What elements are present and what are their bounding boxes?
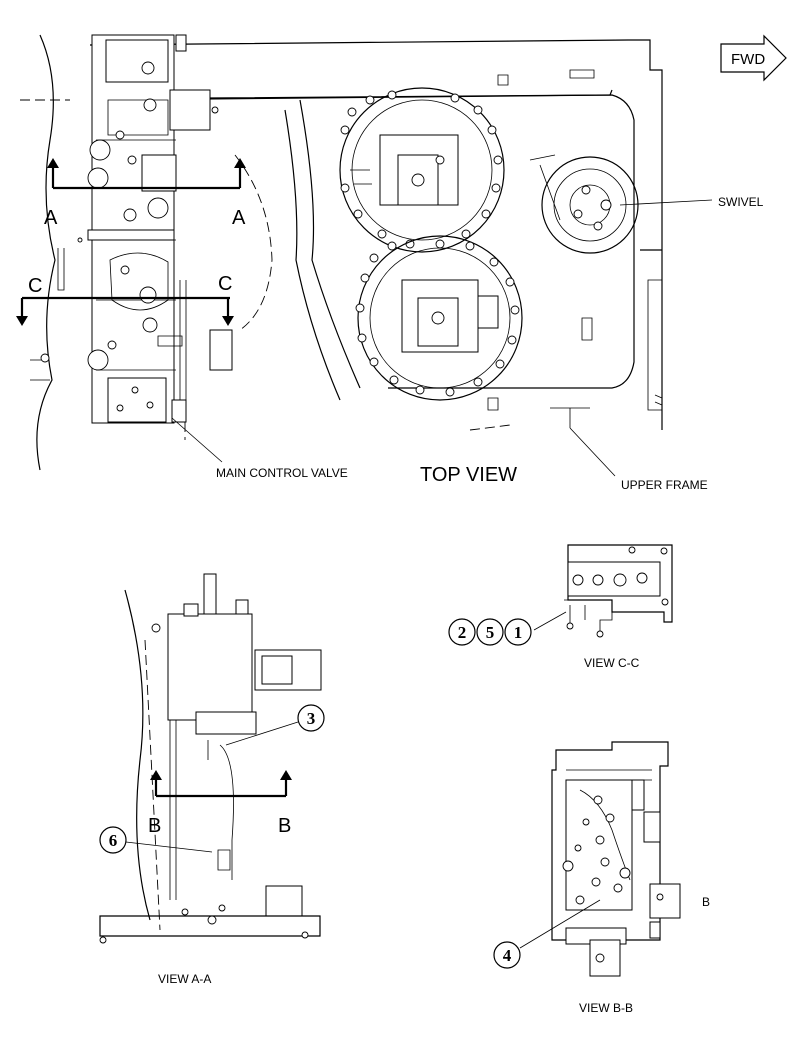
swivel bbox=[529, 154, 639, 254]
fwd-label: FWD bbox=[731, 51, 765, 68]
view-cc-balloons: 2 5 1 bbox=[448, 618, 532, 646]
balloon-3: 3 bbox=[307, 709, 316, 728]
main-control-valve bbox=[87, 34, 233, 424]
section-b-right-label: B bbox=[278, 815, 291, 837]
left-frame-contour bbox=[36, 34, 56, 471]
upper-frame-label: UPPER FRAME bbox=[621, 478, 708, 492]
swing-motor-upper bbox=[339, 87, 505, 253]
view-aa-leader-3 bbox=[225, 721, 299, 746]
swivel-label: SWIVEL bbox=[718, 195, 764, 209]
view-aa-caption: VIEW A-A bbox=[158, 972, 211, 986]
view-aa-leader-6 bbox=[125, 841, 213, 853]
balloon-6: 6 bbox=[109, 831, 118, 850]
section-b-left-label: B bbox=[148, 815, 161, 837]
view-a-a: B B 3 6 VIEW A-A bbox=[99, 573, 325, 986]
view-bb-caption: VIEW B-B bbox=[579, 1001, 633, 1015]
swivel-leader bbox=[619, 199, 713, 206]
main-control-valve-label: MAIN CONTROL VALVE bbox=[216, 466, 348, 480]
section-line-c: C C bbox=[16, 273, 234, 326]
section-c-left-label: C bbox=[28, 275, 42, 297]
section-a-right-label: A bbox=[232, 207, 246, 229]
balloon-1: 1 bbox=[514, 623, 523, 642]
balloon-5: 5 bbox=[486, 623, 495, 642]
section-line-b: B B bbox=[148, 770, 292, 837]
top-view-caption: TOP VIEW bbox=[420, 464, 517, 486]
section-c-right-label: C bbox=[218, 273, 232, 295]
upper-frame bbox=[89, 39, 663, 431]
swing-motor-lower bbox=[355, 235, 523, 401]
balloon-4: 4 bbox=[503, 946, 512, 965]
top-view: FWD bbox=[16, 34, 787, 492]
fwd-arrow: FWD bbox=[720, 34, 787, 82]
section-a-left-label: A bbox=[44, 207, 58, 229]
view-cc-leader bbox=[533, 611, 567, 631]
view-bb-side-label: B bbox=[702, 895, 710, 909]
main-control-valve-leader bbox=[171, 417, 223, 463]
upper-frame-leader bbox=[569, 427, 616, 477]
view-cc-caption: VIEW C-C bbox=[584, 656, 640, 670]
view-c-c: 2 5 1 VIEW C-C bbox=[448, 544, 673, 670]
view-bb-leader-4 bbox=[519, 899, 601, 949]
section-line-a: A A bbox=[44, 158, 246, 229]
view-b-b: B 4 VIEW B-B bbox=[493, 741, 710, 1015]
balloon-2: 2 bbox=[458, 623, 467, 642]
